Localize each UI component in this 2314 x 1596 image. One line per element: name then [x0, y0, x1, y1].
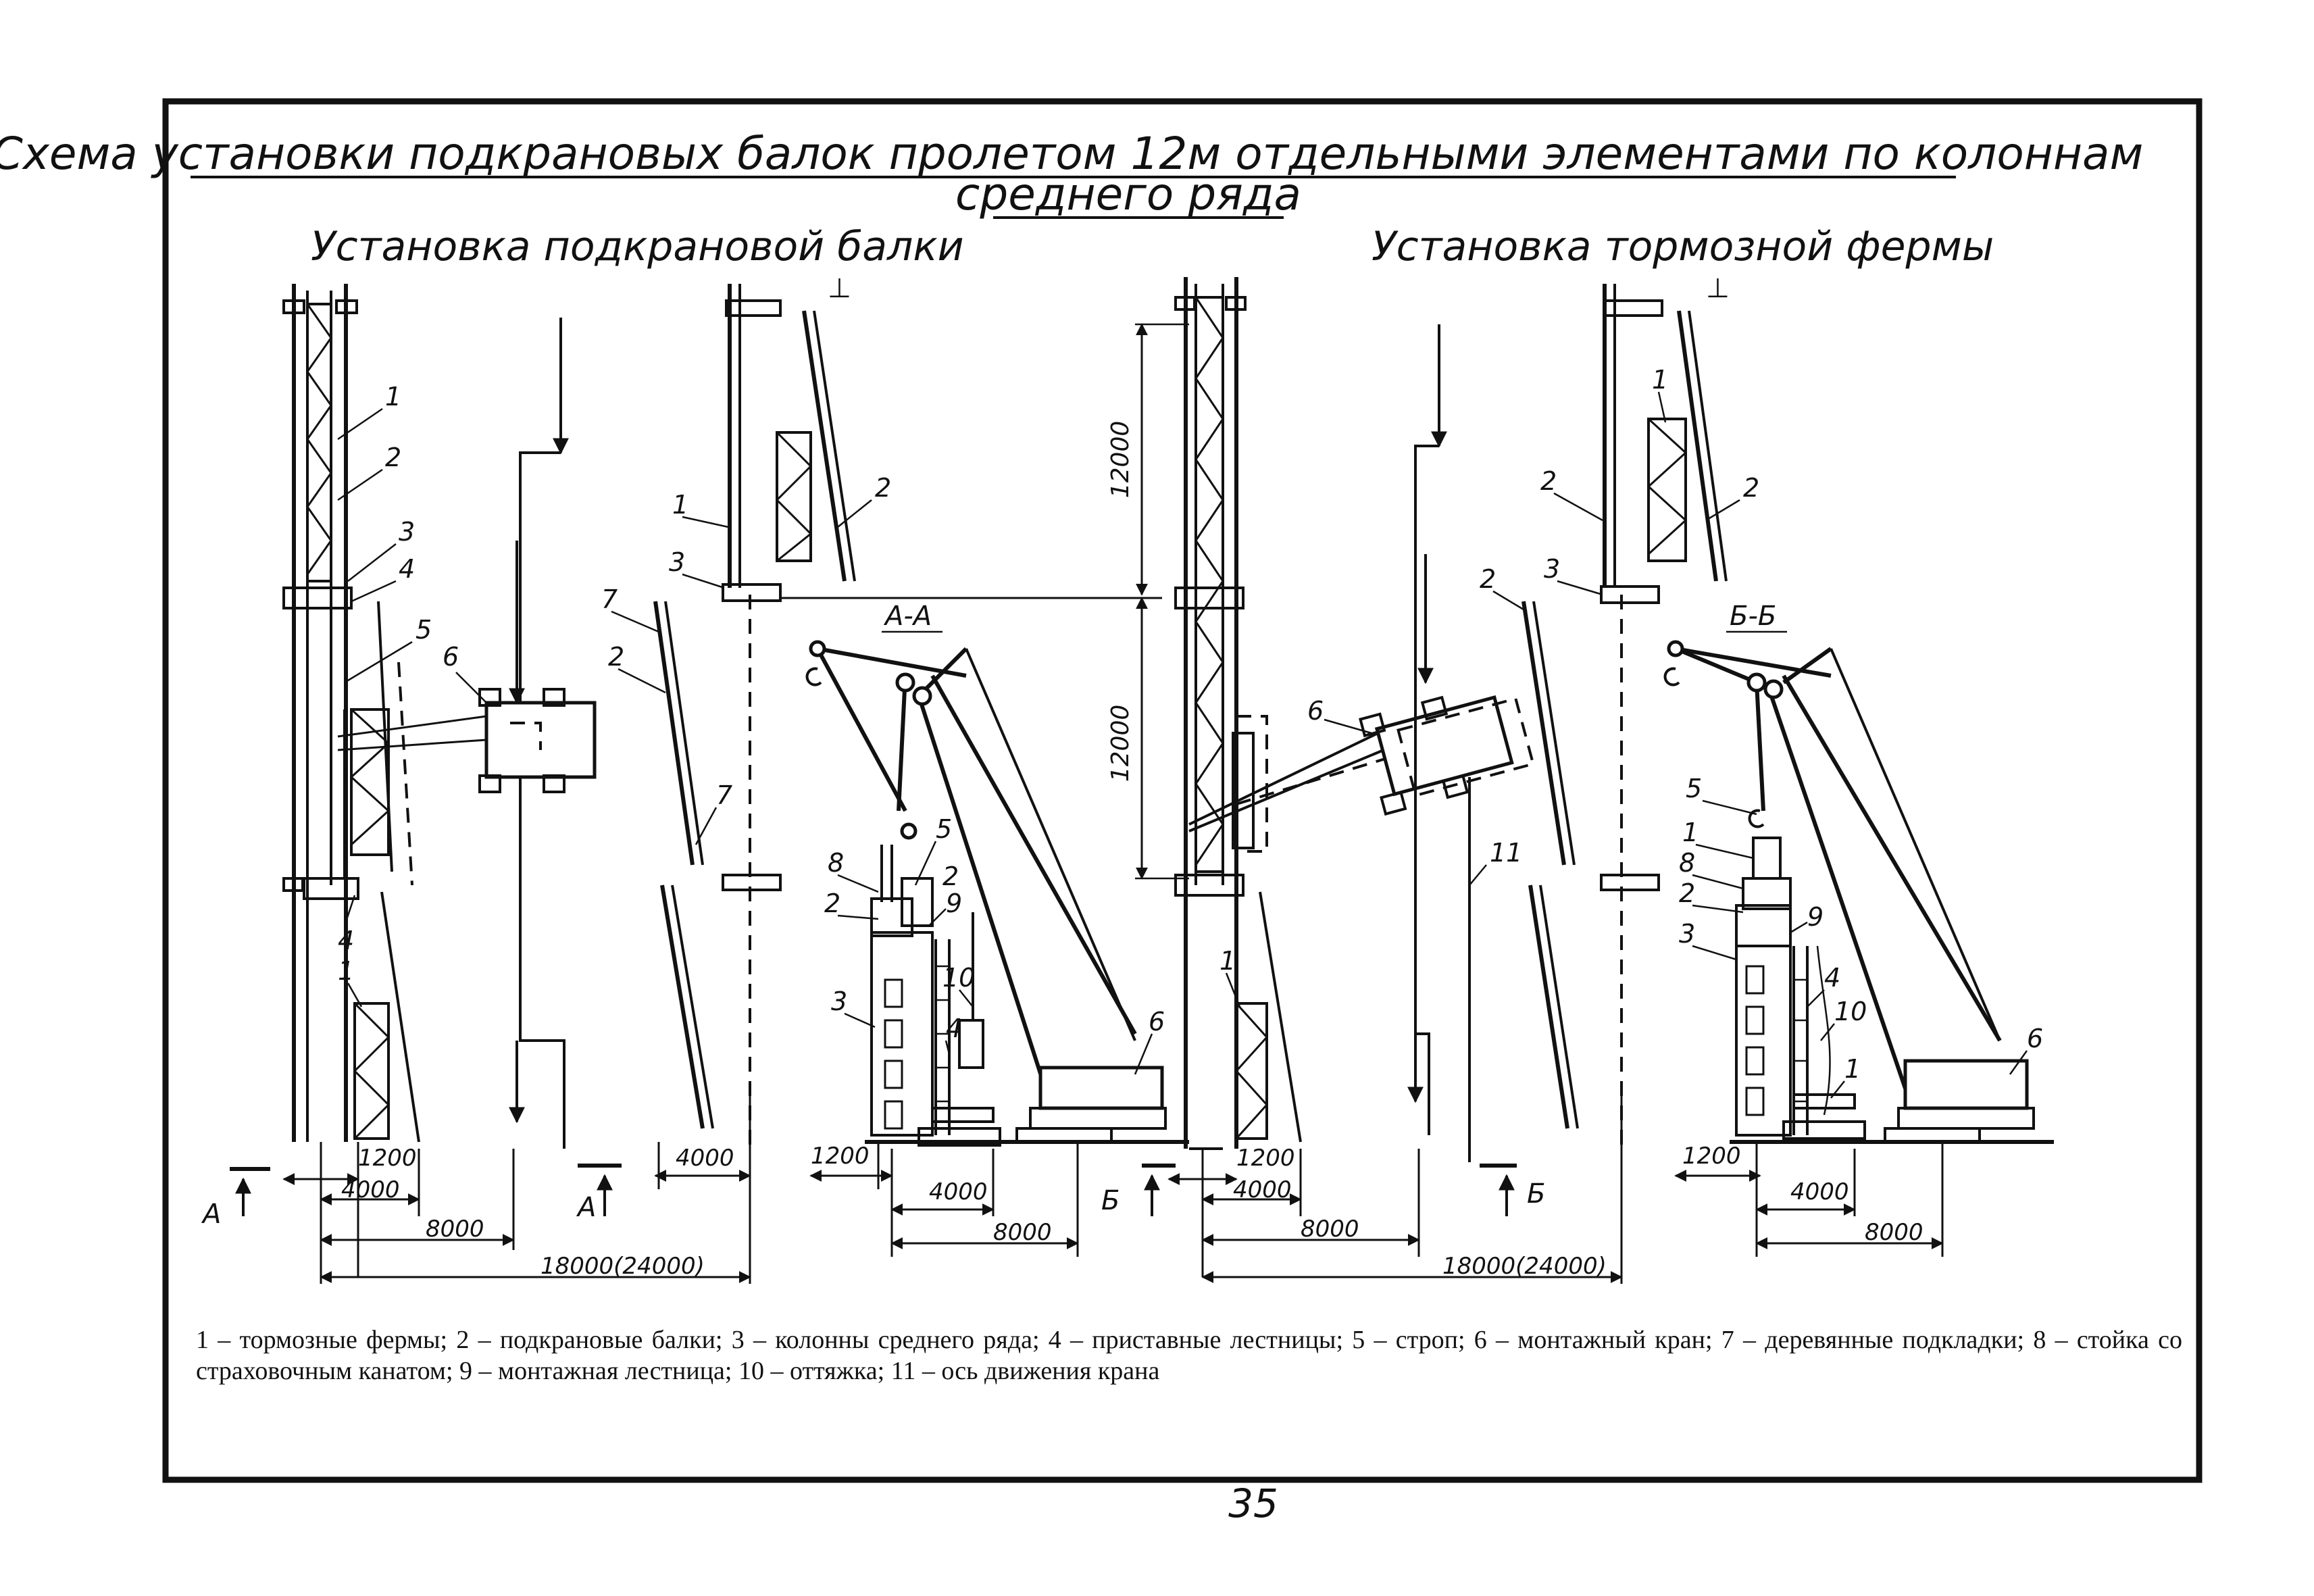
- view-left-column: [282, 284, 597, 1149]
- drawing-label: Б: [1527, 1178, 1545, 1210]
- callouts-view5: 1 2 2 3 2: [1480, 365, 1759, 613]
- callouts-view6: 5 1 8 2 3 9 4 10 1 6: [1679, 774, 2043, 1099]
- drawing-label: 8000: [993, 1219, 1052, 1246]
- drawing-label: 2: [875, 473, 891, 503]
- legend-text: 1 – тормозные фермы; 2 – подкрановые бал…: [196, 1326, 2182, 1385]
- drawing-label: 2: [385, 443, 401, 472]
- dims-view2: 4000: [654, 1142, 751, 1189]
- drawing-label: 1: [1219, 946, 1236, 976]
- drawing-label: 3: [1679, 919, 1695, 949]
- dims-view1: 1200 4000 8000 18000(24000) А А: [201, 1081, 751, 1284]
- view-truss-lifting: ⊥: [1521, 273, 1730, 1149]
- drawing-label: 3: [399, 517, 415, 547]
- drawing-label: 2: [608, 642, 624, 672]
- drawing-label: 1: [385, 382, 401, 412]
- drawing-label: 6: [443, 642, 459, 672]
- drawing-label: 1: [1652, 365, 1668, 395]
- drawing-label: 8: [1679, 848, 1695, 878]
- subtitle-truss-installation: Установка тормозной фермы: [1372, 223, 1994, 270]
- drawing-label: Б: [1101, 1185, 1120, 1216]
- page-number: 35: [1228, 1480, 1278, 1526]
- drawing-label: 1200: [811, 1143, 870, 1170]
- drawing-label: 1200: [1236, 1145, 1295, 1172]
- drawing-label: 4000: [1790, 1178, 1849, 1205]
- drawing-label: 18000(24000): [1442, 1253, 1607, 1280]
- page-title: Схема установки подкрановых балок пролет…: [0, 128, 2143, 180]
- drawing-label: 3: [669, 547, 685, 577]
- drawing-label: 12000: [1107, 705, 1134, 782]
- drawing-label: 6: [1149, 1007, 1165, 1037]
- drawing-label: 1200: [1682, 1143, 1741, 1170]
- drawing-label: 2: [1540, 466, 1557, 496]
- callouts-view4: 12000 12000 6 11 1: [1107, 421, 1522, 1007]
- drawing-label: 4: [399, 554, 415, 584]
- drawing-label: А: [201, 1199, 221, 1230]
- drawing-label: А: [576, 1192, 596, 1223]
- drawing-label: 18000(24000): [540, 1253, 705, 1280]
- drawing-label: 3: [1544, 554, 1560, 584]
- drawing-label: 10: [1834, 997, 1867, 1026]
- drawing-label: 1200: [358, 1145, 417, 1172]
- callouts-view3: 8 2 3 5 2 9 10 4 6: [824, 814, 1165, 1075]
- svg-text:⊥: ⊥: [828, 273, 851, 304]
- drawing-label: 1: [1844, 1054, 1861, 1084]
- callouts-view1: 1 2 3 4 5 6 4 1: [337, 382, 487, 1007]
- drawing-label: 9: [946, 889, 962, 918]
- drawing-label: 1: [672, 490, 688, 520]
- drawing-label: 1: [1682, 818, 1699, 847]
- drawing-label: 4000: [929, 1178, 988, 1205]
- svg-text:⊥: ⊥: [1706, 273, 1730, 304]
- subtitle-beam-installation: Установка подкрановой балки: [311, 223, 964, 270]
- drawing-label: 2: [1743, 473, 1759, 503]
- drawing-label: 8000: [1301, 1216, 1359, 1243]
- drawing-label: 5: [416, 615, 432, 645]
- drawing-label: 4: [338, 926, 354, 955]
- legend-box: 1 – тормозные фермы; 2 – подкрановые бал…: [196, 1326, 2182, 1385]
- drawing-label: 3: [831, 987, 847, 1016]
- drawing-label: 1: [338, 956, 354, 986]
- callouts-view2: 1 3 7 2 7 2: [601, 473, 891, 845]
- drawing-label: 4000: [676, 1145, 734, 1172]
- drawing-label: 4000: [1233, 1176, 1292, 1203]
- drawing-label: 5: [936, 814, 952, 844]
- drawing-label: 8000: [1865, 1219, 1923, 1246]
- drawing-label: 12000: [1107, 421, 1134, 499]
- view-section-bb: Б-Б: [1663, 601, 2054, 1144]
- drawing-label: 8000: [426, 1216, 484, 1243]
- drawing-label: 2: [1679, 878, 1695, 908]
- drawing-label: А-А: [883, 601, 932, 632]
- drawing-label: 4: [1824, 963, 1840, 993]
- drawing-label: 2: [942, 862, 959, 891]
- sheet-frame: [162, 98, 2203, 1483]
- view-beam-lifting: ⊥: [653, 273, 1162, 1149]
- drawing-label: 11: [1490, 838, 1522, 868]
- view-section-aa: А-А: [805, 601, 1189, 1147]
- drawing-label: 7: [716, 780, 732, 810]
- drawing-label: 7: [601, 584, 618, 614]
- drawing-label: 4000: [341, 1176, 400, 1203]
- dims-view3: 1200 4000 8000 Б: [809, 1142, 1176, 1257]
- drawing-label: 6: [1307, 696, 1324, 726]
- page-title-line2: среднего ряда: [955, 168, 1301, 220]
- dims-view6: 1200 4000 8000: [1674, 1142, 1944, 1257]
- drawing-label: 10: [942, 963, 975, 993]
- drawing-label: 2: [824, 889, 840, 918]
- drawing-label: 5: [1686, 774, 1702, 803]
- drawing-label: 9: [1807, 902, 1823, 932]
- drawing-label: 4: [946, 1014, 962, 1043]
- drawing-label: 8: [828, 848, 844, 878]
- drawing-label: 2: [1480, 564, 1496, 594]
- drawing-label: 6: [2027, 1024, 2043, 1053]
- drawing-label: Б-Б: [1730, 601, 1776, 632]
- dims-view4: 1200 4000 8000 18000(24000) Б: [1167, 1081, 1623, 1284]
- view-right-column: [1135, 277, 1535, 1162]
